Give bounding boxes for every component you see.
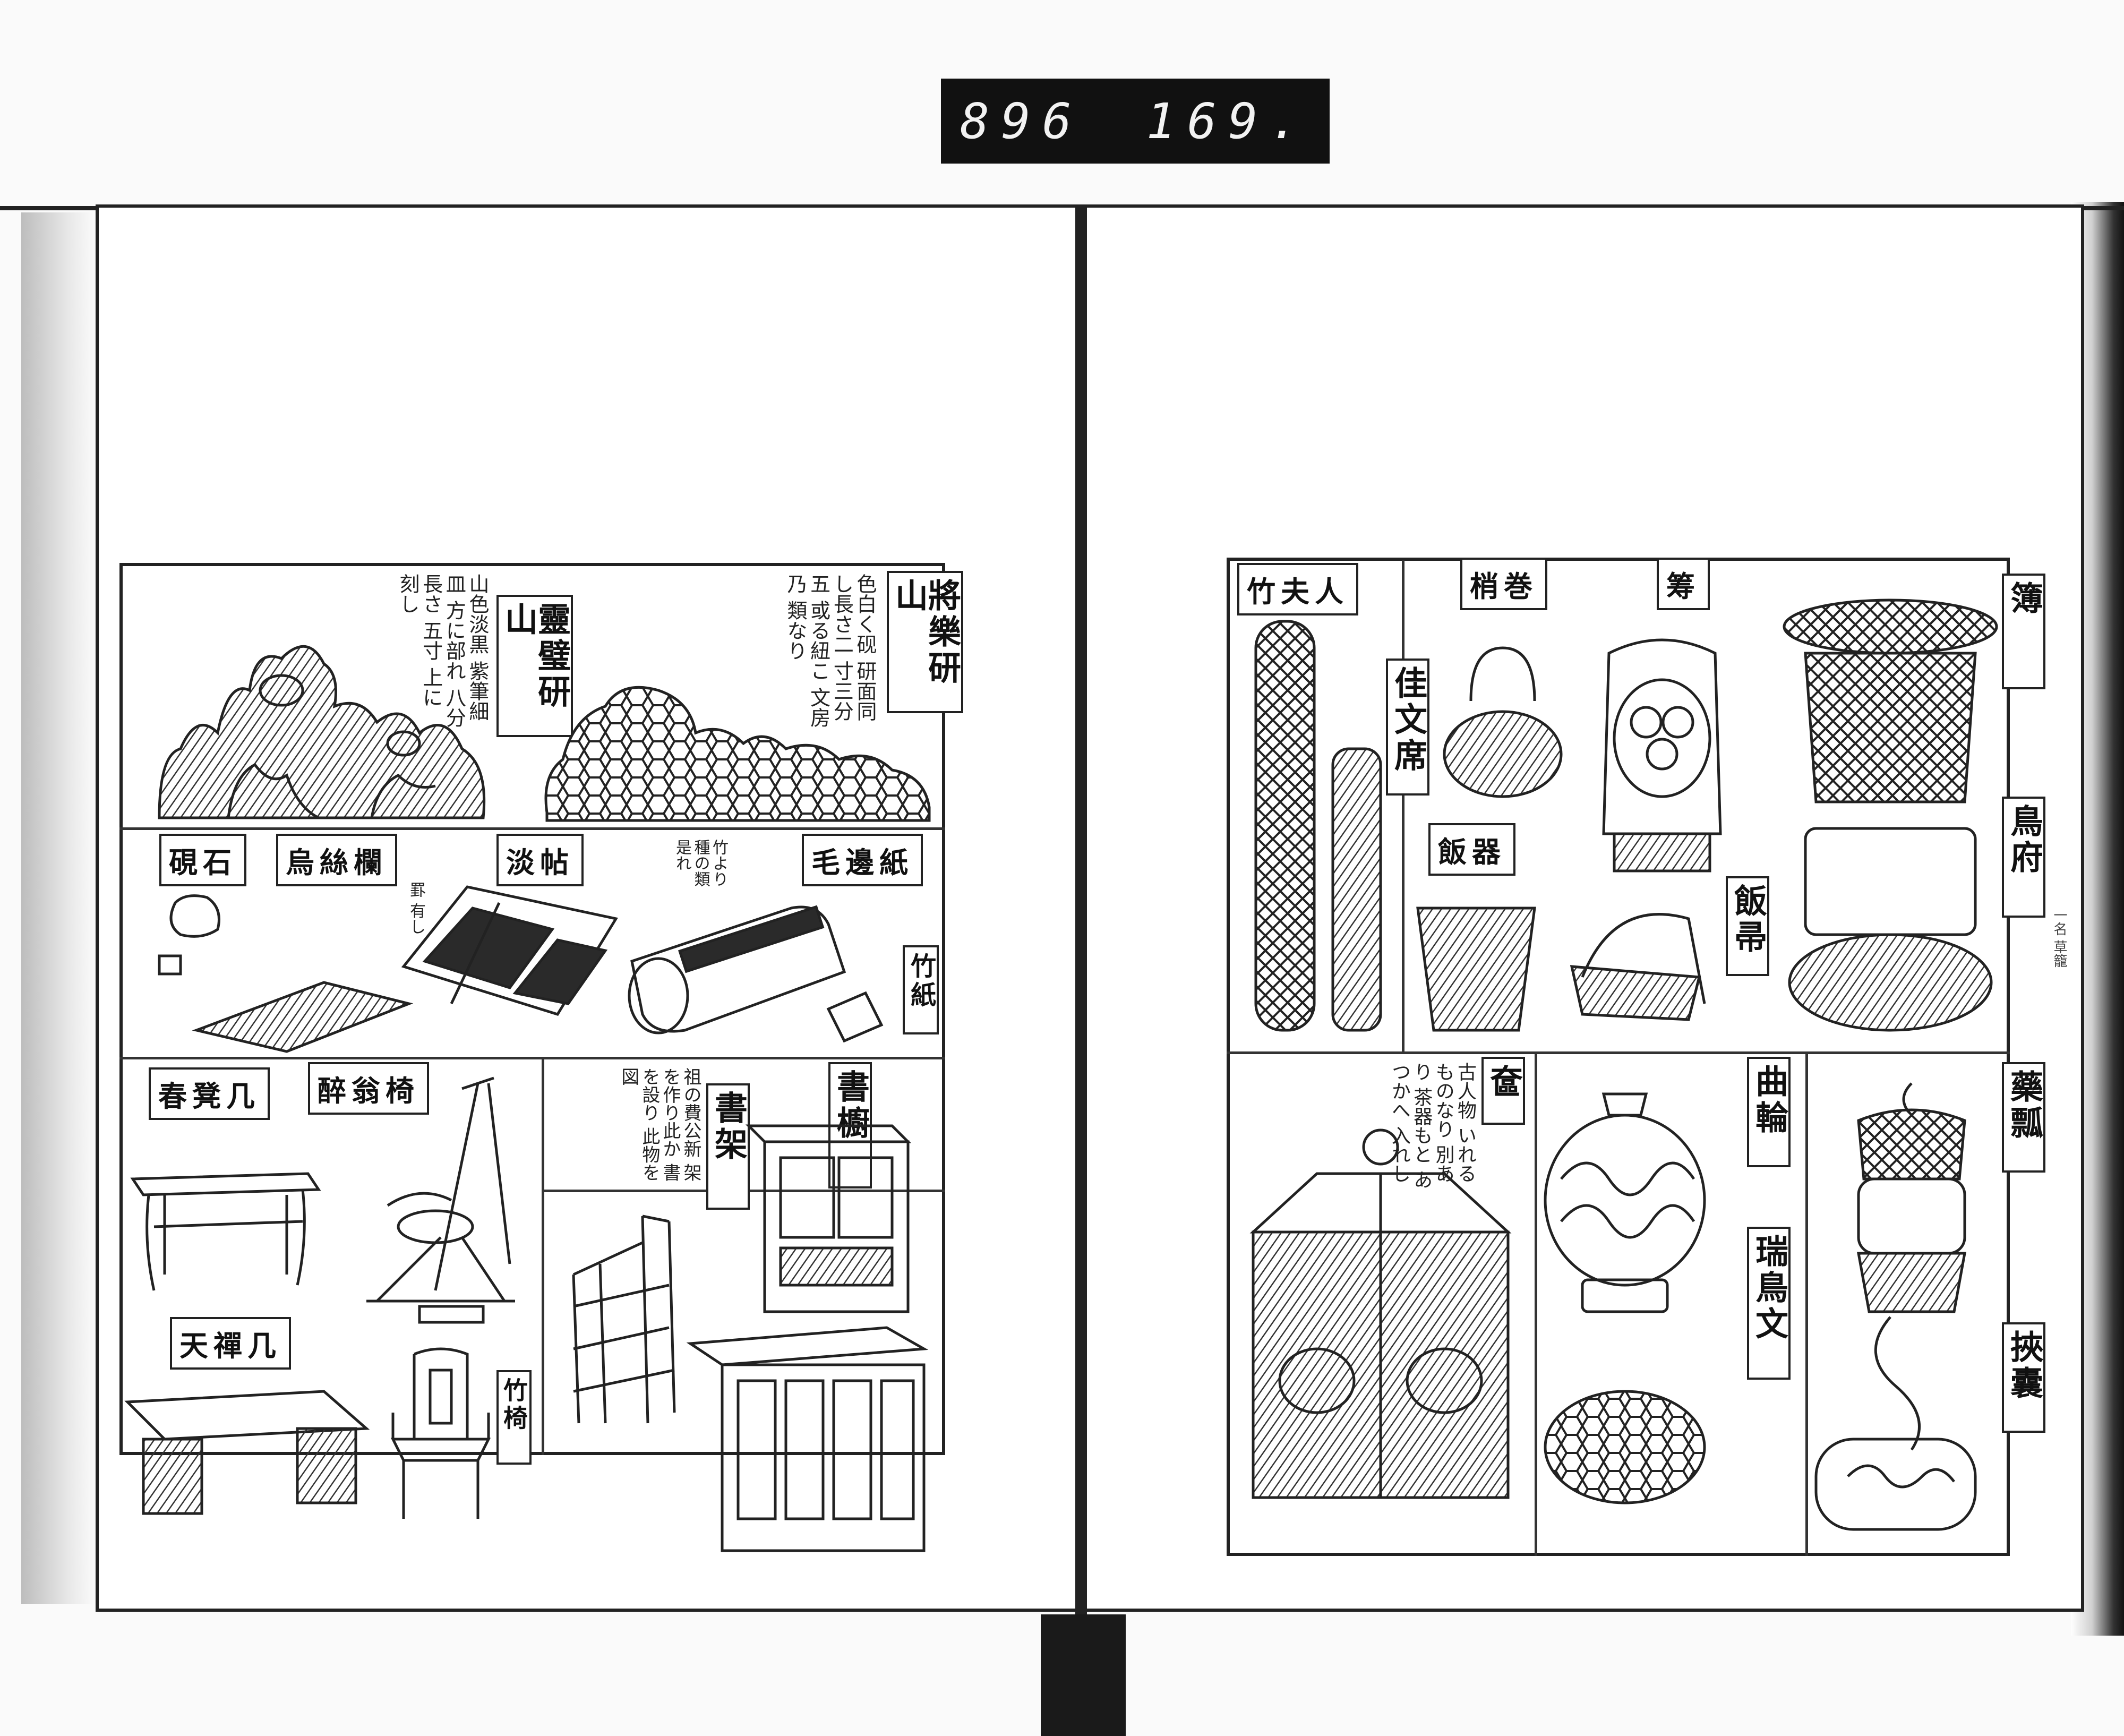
label-shaojuan: 梢巻 (1460, 558, 1547, 610)
illustration-sieve-basket (1570, 913, 1706, 1021)
title-lingbi-inkstone-mountain: 靈璧研山 (496, 595, 573, 737)
label-curved-ring: 曲輪 (1747, 1057, 1791, 1167)
left-divider-vertical (542, 1057, 544, 1455)
note-lingbi: 山色淡黒 紫筆細皿 方に部れ 八分長さ 五寸 上に 刻し (396, 574, 489, 728)
right-divider-vertical-3 (1805, 1051, 1808, 1556)
label-auspicious-bird-pattern: 瑞鳥文 (1747, 1227, 1791, 1380)
right-divider-1 (1227, 1051, 2010, 1054)
illustration-armchair (390, 1347, 491, 1519)
label-bamboo-paper: 竹紙 (903, 945, 939, 1034)
book-spine (1075, 204, 1087, 1617)
label-suan: 筹 (1657, 558, 1710, 610)
label-lian-box: 奩 (1481, 1057, 1525, 1125)
label-bamboo-chair: 竹椅 (496, 1370, 532, 1465)
book-edge-left (21, 212, 101, 1604)
illustration-cabinet-lower (686, 1326, 929, 1552)
label-zen-table: 天禪几 (170, 1317, 291, 1370)
title-jiangle-inkstone-mountain: 將樂研山 (887, 571, 963, 713)
label-rice-broom: 飯帚 (1726, 876, 1769, 976)
illustration-reclining-chair (366, 1076, 515, 1324)
illustration-crackle-bowl (1544, 1390, 1706, 1504)
label-wusilan: 烏絲欄 (276, 834, 397, 886)
label-spring-bench-table: 春凳几 (149, 1067, 270, 1120)
left-divider-1 (119, 827, 945, 830)
illustration-low-table (130, 1172, 321, 1291)
archive-number-right: 169. (1146, 92, 1311, 150)
label-book-shelf: 書架 (706, 1083, 750, 1210)
left-divider-2 (119, 1057, 945, 1059)
illustration-zen-table (124, 1390, 370, 1515)
illustration-inkstone-and-ruled-sheet (158, 894, 414, 1053)
note-shelf: 祖の費公新 架を作り此か 書を設り 此物を図 (618, 1067, 701, 1182)
note-jiangle: 色白く砚 研面同 し長さ二 寸三分五 或る紐こ 文房乃 類なり (783, 574, 877, 728)
illustration-cabinet-upper (745, 1124, 912, 1313)
illustration-bronze-vessel (1249, 1128, 1512, 1499)
illustration-paper-roll (628, 905, 884, 1043)
label-bu: 簿 (2002, 574, 2045, 689)
illustration-jiangle-stone (544, 686, 931, 822)
label-drunken-old-man-chair: 醉翁椅 (308, 1062, 429, 1115)
label-tie: 淡帖 (496, 834, 584, 886)
illustration-lidded-jar (1544, 1092, 1706, 1313)
note-paper: 竹より 種の類 是れ (673, 839, 728, 887)
illustration-lingbi-stone (158, 645, 486, 819)
illustration-teapot-basket (1443, 646, 1563, 798)
illustration-handled-basket (1788, 827, 1993, 1032)
archive-label: 896 169. (941, 79, 1330, 164)
illustration-bookshelf (572, 1215, 676, 1424)
illustration-rolled-mat (1331, 747, 1382, 1032)
bottom-binding-stub (1041, 1614, 1126, 1736)
label-bamboo-wife: 竹夫人 (1237, 563, 1358, 615)
note-ruled: 罫 有し (407, 882, 425, 935)
illustration-round-basket (1416, 907, 1536, 1032)
gloss-basket: 一名 草籠 (2051, 908, 2067, 968)
right-divider-vertical-1 (1402, 560, 1404, 1051)
illustration-pouch (1814, 1316, 1977, 1531)
label-maobian-paper: 毛邊紙 (802, 834, 923, 886)
illustration-medicine-gourd (1857, 1082, 1966, 1313)
label-jiawen-mat: 佳文席 (1386, 659, 1429, 796)
note-lacquer: 古人物 いれる ものなり 別あり 茶器もと あつかへ 入れし (1388, 1062, 1476, 1189)
label-pouch: 挾囊 (2002, 1322, 2045, 1433)
illustration-calligraphy-album (401, 885, 618, 1016)
label-rice-vessel: 飯器 (1428, 823, 1515, 876)
label-inkstone: 硯石 (159, 834, 246, 886)
illustration-woven-stand (1783, 598, 1998, 803)
illustration-carrying-case (1602, 638, 1722, 873)
label-niaofu: 鳥府 (2002, 797, 2045, 918)
illustration-bamboo-wife (1254, 620, 1316, 1032)
label-medicine-gourd: 藥瓢 (2002, 1062, 2045, 1173)
right-divider-vertical-2 (1535, 1051, 1537, 1556)
archive-number-left: 896 (960, 92, 1084, 150)
